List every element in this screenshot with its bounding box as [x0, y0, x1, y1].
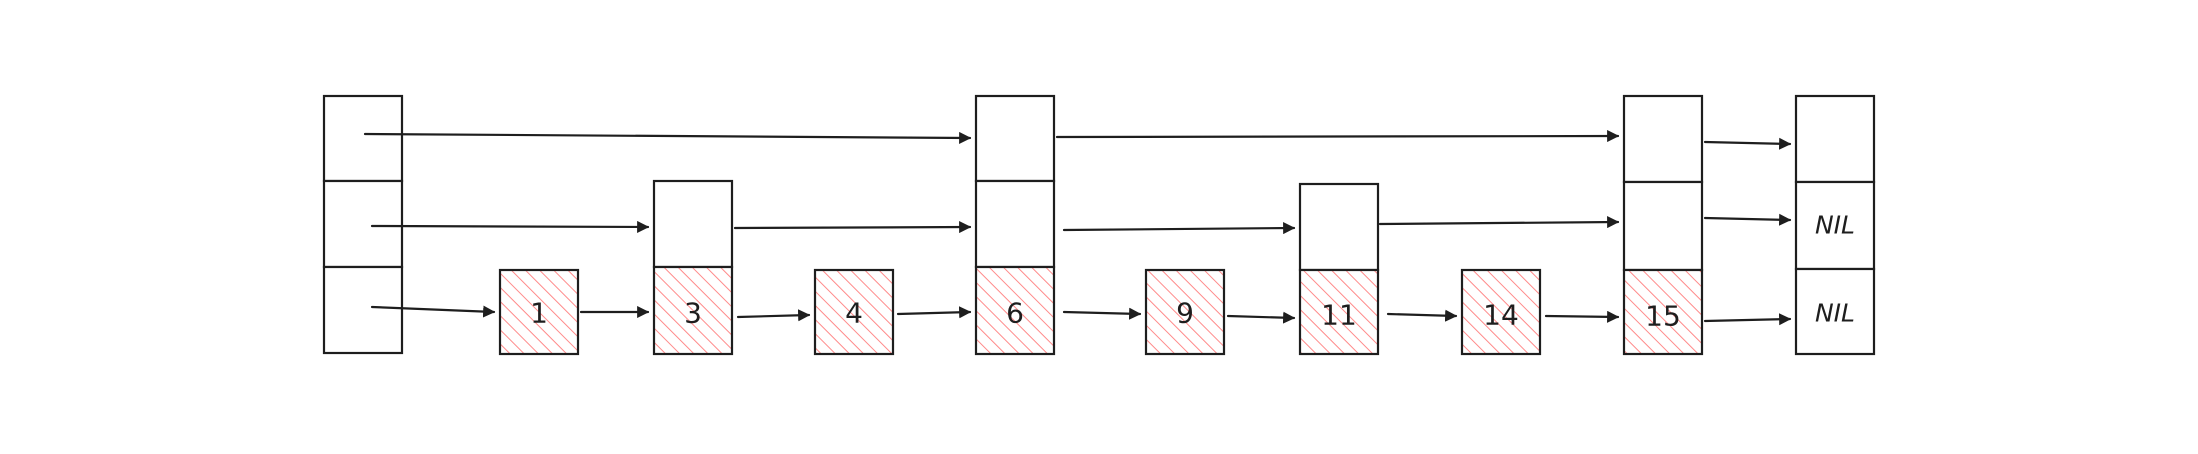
node-4-value: 4: [845, 297, 863, 330]
arrow-6-to-11-level-2: [1062, 222, 1296, 235]
node-9-value-box: [1144, 268, 1226, 356]
node-15-level-3-box: [1622, 94, 1704, 184]
tail-level-3-box: [1794, 94, 1876, 184]
node-14-value: 14: [1483, 299, 1519, 332]
arrow-15-to-tail-level-2: [1703, 213, 1792, 226]
node-14: 14: [1460, 268, 1542, 356]
arrow-9-to-11-level-1: [1226, 311, 1296, 324]
node-11-value: 11: [1321, 299, 1357, 332]
tail-level-1-box: [1794, 267, 1876, 356]
node-1-value: 1: [530, 297, 548, 330]
head-node: [322, 94, 404, 355]
head-level-2-box: [322, 179, 404, 269]
tail-level-2-box: [1794, 180, 1876, 271]
arrow-3-to-6-level-2: [733, 220, 972, 234]
tail-node: NIL NIL: [1794, 94, 1876, 356]
node-3-value: 3: [684, 297, 702, 330]
arrow-11-to-15-level-2: [1378, 216, 1620, 229]
node-9-value: 9: [1176, 297, 1194, 330]
arrow-6-to-9-level-1: [1062, 307, 1142, 320]
head-level-3-box: [322, 94, 404, 183]
node-4: 4: [813, 268, 895, 356]
arrow-6-to-15-level-3: [1055, 129, 1620, 143]
tail-level-2-nil: NIL: [1815, 211, 1855, 240]
arrow-14-to-15-level-1: [1544, 310, 1620, 323]
arrow-15-to-tail-level-3: [1703, 137, 1792, 150]
node-14-value-box: [1460, 268, 1542, 356]
node-11-value-box: [1298, 268, 1380, 356]
node-15-value: 15: [1645, 300, 1681, 333]
node-6-value-box: [974, 265, 1056, 356]
node-6-level-3-box: [974, 94, 1056, 183]
node-15: 15: [1622, 94, 1704, 356]
arrow-head-to-1-level-1: [370, 305, 496, 318]
node-6-value: 6: [1006, 297, 1024, 330]
node-11: 11: [1298, 182, 1380, 356]
node-3-value-box: [652, 265, 734, 356]
arrow-3-to-4-level-1: [736, 309, 811, 322]
node-3: 3: [652, 179, 734, 356]
arrow-11-to-14-level-1: [1386, 309, 1458, 322]
node-1-value-box: [498, 268, 580, 356]
arrow-4-to-6-level-1: [896, 306, 972, 319]
node-6-level-2-box: [974, 179, 1056, 269]
node-15-value-box: [1622, 268, 1704, 356]
node-1: 1: [498, 268, 580, 356]
head-level-1-box: [322, 265, 404, 355]
arrow-15-to-tail-level-1: [1703, 313, 1792, 326]
node-11-level-2-box: [1298, 182, 1380, 272]
arrow-head-to-6-level-3: [363, 131, 972, 144]
node-4-value-box: [813, 268, 895, 356]
node-3-level-2-box: [652, 179, 734, 269]
node-15-level-2-box: [1622, 180, 1704, 272]
node-9: 9: [1144, 268, 1226, 356]
arrow-head-to-3-level-2: [370, 220, 650, 234]
node-6: 6: [974, 94, 1056, 356]
tail-level-1-nil: NIL: [1815, 299, 1855, 328]
